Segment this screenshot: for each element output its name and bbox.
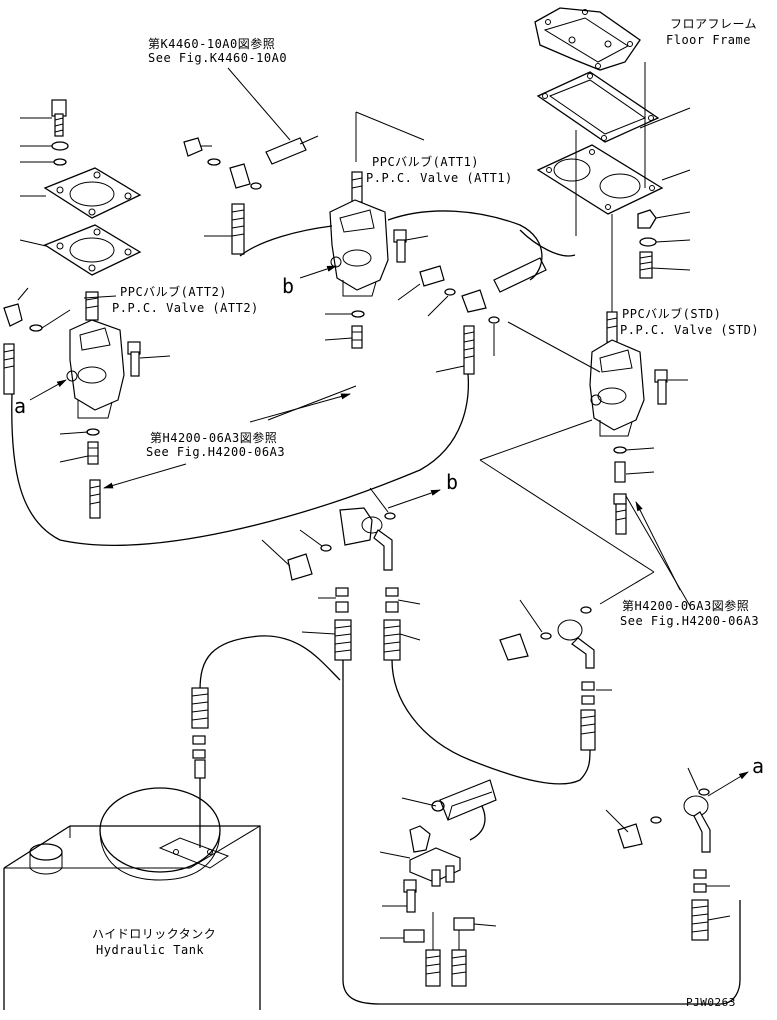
att1-top-fittings: [183, 135, 319, 255]
bolt-std: [654, 369, 688, 405]
ref-k4460-jp: 第K4460-10A0図参照: [148, 37, 276, 51]
floor-frame: [534, 7, 641, 71]
left-hose-tank: [191, 687, 209, 779]
ppc-att2-jp: PPCバルブ(ATT2): [120, 285, 228, 299]
ref-h4200-right-en: See Fig.H4200-06A3: [620, 614, 760, 628]
hydraulic-tank: [3, 787, 261, 1010]
ppc-std-jp: PPCバルブ(STD): [622, 307, 722, 321]
floor-frame-jp: フロアフレーム: [670, 17, 758, 31]
hose-std-down: [613, 493, 627, 535]
ppc-valve-att2: [59, 291, 125, 465]
hydraulic-lines: [11, 210, 741, 1005]
ppc-att2-en: P.P.C. Valve (ATT2): [112, 301, 259, 315]
ppc-att1-en: P.P.C. Valve (ATT1): [366, 171, 513, 185]
marker-b-left: b: [282, 274, 295, 298]
ppc-std-en: P.P.C. Valve (STD): [620, 323, 760, 337]
reference-leaders: [29, 111, 749, 797]
ref-h4200-right-jp: 第H4200-06A3図参照: [622, 599, 750, 613]
floor-frame-en: Floor Frame: [666, 33, 751, 47]
elbow-left: [3, 287, 71, 395]
drawing-code: PJW0263: [686, 996, 736, 1009]
marker-a-left: a: [14, 394, 27, 418]
ppc-valve-std: [589, 311, 655, 483]
ref-h4200-left-jp: 第H4200-06A3図参照: [150, 431, 278, 445]
bolt-att2: [127, 341, 171, 377]
tank-block-fittings: [379, 779, 497, 987]
bolt-att1: [393, 229, 429, 263]
tank-en: Hydraulic Tank: [96, 943, 205, 957]
marker-b-middle: b: [446, 470, 459, 494]
marker-a-right: a: [752, 754, 765, 778]
right-lower-fittings: [605, 767, 731, 941]
ref-h4200-left-en: See Fig.H4200-06A3: [146, 445, 286, 459]
hose-att2-down: [89, 479, 101, 519]
ppc-valve-att1: [324, 171, 389, 349]
ref-k4460-en: See Fig.K4460-10A0: [148, 51, 288, 65]
ppc-att1-jp: PPCバルブ(ATT1): [372, 155, 480, 169]
floor-plate: [536, 71, 660, 143]
att1-side-fittings: [397, 257, 547, 375]
nut-right: [637, 209, 691, 279]
mount-plate-left: [19, 99, 142, 276]
middle-fittings: [261, 487, 421, 661]
tank-jp: ハイドロリックタンク: [92, 927, 217, 941]
std-elbow-fittings: [499, 599, 612, 751]
mount-gasket-right: [536, 144, 664, 215]
